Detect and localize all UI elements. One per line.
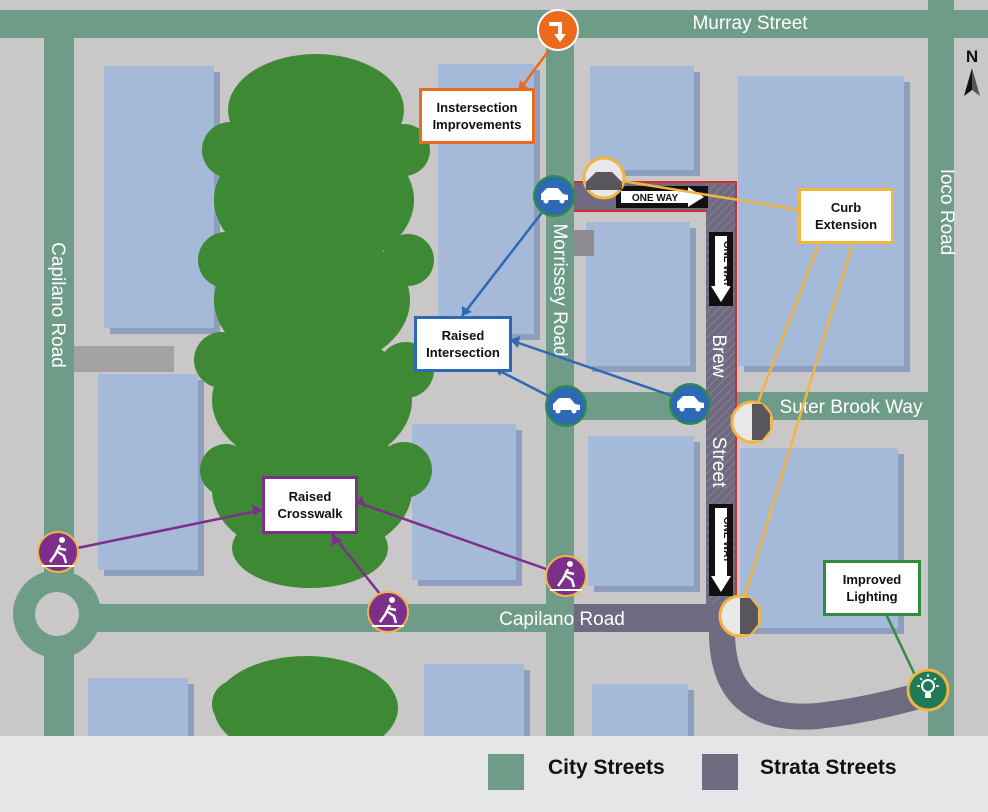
- building: [592, 684, 694, 736]
- street-label-ioco: Ioco Road: [936, 169, 957, 256]
- curb-icon: [730, 400, 774, 444]
- street-label-morrissey: Morrissey Road: [549, 223, 570, 356]
- turn-arrow-icon: [537, 9, 579, 51]
- pedestrian-icon: [37, 531, 79, 573]
- callout-curb-extension: Curb Extension: [798, 188, 894, 244]
- callout-raised-crosswalk: Raised Crosswalk: [262, 476, 358, 534]
- one-way-sign-horizontal: ONE WAY: [616, 186, 708, 208]
- connector-lines: [57, 37, 924, 691]
- car-icon: [545, 385, 587, 427]
- building: [88, 678, 194, 736]
- callout-improved-lighting: Improved Lighting: [823, 560, 921, 616]
- svg-text:ONE WAY: ONE WAY: [721, 241, 732, 288]
- paved-lot: [572, 230, 594, 256]
- north-label: N: [965, 47, 979, 66]
- building: [98, 374, 204, 576]
- street-label-brew-street: Street: [708, 437, 729, 488]
- street-label-murray: Murray Street: [692, 13, 808, 34]
- callout-intersection-improvements: Instersection Improvements: [419, 88, 535, 144]
- callout-raised-intersection: Raised Intersection: [414, 316, 512, 372]
- building: [590, 66, 700, 176]
- building: [588, 436, 700, 592]
- street-label-suter-brook: Suter Brook Way: [780, 397, 923, 418]
- building: [424, 664, 530, 736]
- street-label-capilano-south: Capilano Road: [499, 609, 625, 630]
- legend-swatch-city: [488, 754, 524, 790]
- curb-icon: [582, 156, 626, 200]
- street-label-brew: Brew: [708, 334, 729, 378]
- legend: City Streets Strata Streets: [0, 736, 988, 812]
- legend-label-city: City Streets: [548, 756, 665, 779]
- car-icon: [533, 175, 575, 217]
- building: [412, 424, 522, 586]
- building: [104, 66, 220, 334]
- pedestrian-icon: [367, 591, 409, 633]
- car-icon: [669, 383, 711, 425]
- paved-lot: [72, 346, 174, 372]
- legend-swatch-strata: [702, 754, 738, 790]
- one-way-sign-vertical: ONE WAY: [709, 504, 733, 596]
- legend-label-strata: Strata Streets: [760, 756, 897, 779]
- roundabout-island: [35, 592, 79, 636]
- pedestrian-icon: [545, 555, 587, 597]
- curb-icon: [718, 594, 762, 638]
- one-way-sign-vertical: ONE WAY: [709, 232, 733, 306]
- north-arrow-icon: [964, 68, 980, 96]
- svg-text:ONE WAY: ONE WAY: [632, 193, 679, 204]
- street-label-capilano-west: Capilano Road: [47, 242, 68, 368]
- building: [586, 222, 696, 372]
- north-arrow: N: [960, 48, 984, 104]
- lightbulb-icon: [906, 668, 950, 712]
- svg-text:ONE WAY: ONE WAY: [721, 517, 732, 564]
